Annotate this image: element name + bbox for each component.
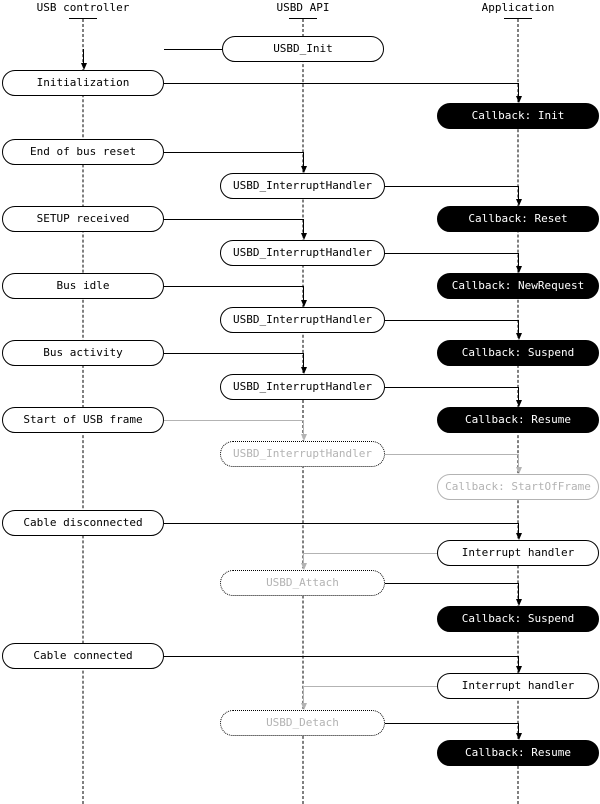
- lifeline-head-bar-controller: [69, 18, 97, 19]
- connector-h-c11: [164, 420, 303, 421]
- node-ih-5-ghost[interactable]: USBD_InterruptHandler: [220, 441, 385, 467]
- connector-h-c15: [385, 583, 518, 584]
- node-initialization[interactable]: Initialization: [2, 70, 164, 96]
- node-ih-4[interactable]: USBD_InterruptHandler: [220, 374, 385, 400]
- arrowhead-c9: [300, 367, 307, 374]
- connector-v-c17: [303, 686, 304, 704]
- arrowhead-c8: [515, 333, 522, 340]
- connector-h-c13: [164, 523, 518, 524]
- connector-h-c3: [164, 152, 303, 153]
- connector-v-c13: [518, 523, 519, 534]
- node-usbd-detach[interactable]: USBD_Detach: [220, 710, 385, 736]
- node-end-of-bus-reset[interactable]: End of bus reset: [2, 139, 164, 165]
- arrowhead-c15: [515, 599, 522, 606]
- connector-v-c7: [303, 286, 304, 301]
- connector-h-c10: [385, 387, 518, 388]
- connector-h-c8: [385, 320, 518, 321]
- node-int-handler-1[interactable]: Interrupt handler: [437, 540, 599, 566]
- node-cable-disc[interactable]: Cable disconnected: [2, 510, 164, 536]
- lifeline-head-bar-app: [504, 18, 532, 19]
- arrowhead-c12: [515, 467, 522, 474]
- arrowhead-c1: [80, 63, 87, 70]
- lifeline-usbd: [302, 19, 304, 804]
- connector-v-c9: [303, 353, 304, 368]
- connector-h-c14: [303, 553, 437, 554]
- connector-v-c1: [83, 49, 84, 64]
- node-cb-resume-2[interactable]: Callback: Resume: [437, 740, 599, 766]
- arrowhead-c13: [515, 533, 522, 540]
- connector-v-c12: [518, 454, 519, 468]
- node-cb-init[interactable]: Callback: Init: [437, 103, 599, 129]
- connector-h-c9: [164, 353, 303, 354]
- node-cb-newrequest[interactable]: Callback: NewRequest: [437, 273, 599, 299]
- connector-v-c8: [518, 320, 519, 334]
- lifeline-label-app: Application: [481, 1, 555, 14]
- connector-h-c1: [164, 49, 222, 50]
- node-usbd-init[interactable]: USBD_Init: [222, 36, 384, 62]
- connector-h-c16: [164, 656, 518, 657]
- connector-h-c7: [164, 286, 303, 287]
- connector-v-c3: [303, 152, 304, 167]
- node-start-of-frame[interactable]: Start of USB frame: [2, 407, 164, 433]
- arrowhead-c14: [300, 563, 307, 570]
- node-cb-startofframe[interactable]: Callback: StartOfFrame: [437, 474, 599, 500]
- arrowhead-c5: [300, 233, 307, 240]
- connector-h-c18: [385, 723, 518, 724]
- lifeline-label-controller: USB controller: [36, 1, 130, 14]
- node-ih-1[interactable]: USBD_InterruptHandler: [220, 173, 385, 199]
- arrowhead-c3: [300, 166, 307, 173]
- arrowhead-c11: [300, 434, 307, 441]
- connector-v-c2: [518, 83, 519, 97]
- arrowhead-c2: [515, 96, 522, 103]
- arrowhead-c4: [515, 199, 522, 206]
- node-int-handler-2[interactable]: Interrupt handler: [437, 673, 599, 699]
- lifeline-head-bar-usbd: [289, 18, 317, 19]
- arrowhead-c10: [515, 400, 522, 407]
- connector-v-c5: [303, 219, 304, 234]
- node-cable-conn[interactable]: Cable connected: [2, 643, 164, 669]
- arrowhead-c16: [515, 666, 522, 673]
- node-cb-resume-1[interactable]: Callback: Resume: [437, 407, 599, 433]
- arrowhead-c17: [300, 703, 307, 710]
- node-setup-received[interactable]: SETUP received: [2, 206, 164, 232]
- arrowhead-c7: [300, 300, 307, 307]
- connector-v-c14: [303, 553, 304, 564]
- connector-h-c17: [303, 686, 437, 687]
- node-ih-3[interactable]: USBD_InterruptHandler: [220, 307, 385, 333]
- connector-h-c2: [164, 83, 518, 84]
- lifeline-label-usbd: USBD API: [276, 1, 330, 14]
- arrowhead-c18: [515, 733, 522, 740]
- node-bus-idle[interactable]: Bus idle: [2, 273, 164, 299]
- node-ih-2[interactable]: USBD_InterruptHandler: [220, 240, 385, 266]
- connector-v-c10: [518, 387, 519, 401]
- node-cb-reset[interactable]: Callback: Reset: [437, 206, 599, 232]
- connector-v-c16: [518, 656, 519, 667]
- connector-v-c4: [518, 186, 519, 200]
- connector-v-c18: [518, 723, 519, 734]
- node-bus-activity[interactable]: Bus activity: [2, 340, 164, 366]
- connector-v-c11: [303, 420, 304, 435]
- node-cb-suspend-1[interactable]: Callback: Suspend: [437, 340, 599, 366]
- connector-h-c6: [385, 253, 518, 254]
- connector-v-c15: [518, 583, 519, 600]
- connector-v-c6: [518, 253, 519, 267]
- node-usbd-attach[interactable]: USBD_Attach: [220, 570, 385, 596]
- node-cb-suspend-2[interactable]: Callback: Suspend: [437, 606, 599, 632]
- connector-h-c12: [385, 454, 518, 455]
- arrowhead-c6: [515, 266, 522, 273]
- connector-h-c4: [385, 186, 518, 187]
- connector-h-c5: [164, 219, 303, 220]
